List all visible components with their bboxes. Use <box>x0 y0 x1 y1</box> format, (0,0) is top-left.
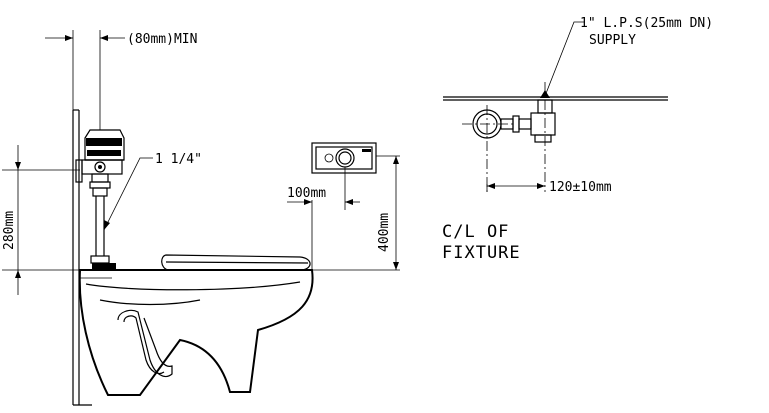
label-offset-100: 100mm <box>287 186 326 201</box>
dimension-120mm <box>486 183 545 192</box>
label-supply-size: 1" L.P.S(25mm DN) <box>580 16 713 31</box>
dimension-280mm <box>2 145 80 295</box>
label-pipe-size: 1 1/4" <box>155 152 202 167</box>
label-height-280: 280mm <box>2 211 17 250</box>
toilet-bowl <box>78 254 314 396</box>
push-button-actuator <box>311 142 377 174</box>
label-centerline-2: FIXTURE <box>442 243 521 263</box>
wall <box>72 109 92 406</box>
label-height-400: 400mm <box>377 213 392 252</box>
label-centerline-1: C/L OF <box>442 222 509 242</box>
leader-pipe-size <box>103 157 153 231</box>
dimension-100mm <box>287 167 360 270</box>
flush-valve <box>75 129 125 271</box>
dimension-80mm <box>45 30 125 130</box>
label-offset-120: 120±10mm <box>549 180 612 195</box>
plan-view-supply <box>443 82 668 192</box>
label-supply: SUPPLY <box>589 33 636 48</box>
leader-supply <box>544 21 584 97</box>
dimension-400mm <box>312 155 400 271</box>
label-clearance-min: (80mm)MIN <box>127 32 197 47</box>
